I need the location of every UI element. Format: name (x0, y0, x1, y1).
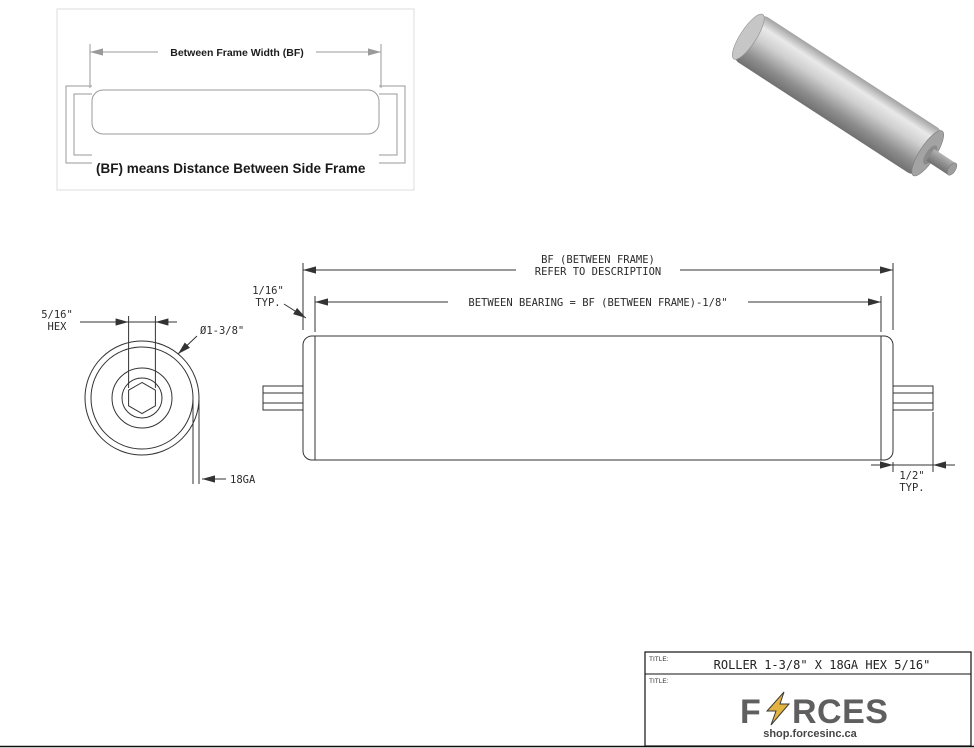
right-shaft (892, 385, 934, 411)
bf-label-line2: REFER TO DESCRIPTION (535, 266, 661, 278)
hex-bore (128, 381, 156, 415)
between-bearing-dimension: BETWEEN BEARING = BF (BETWEEN FRAME)-1/8… (314, 296, 882, 332)
left-gap-typ: TYP. (255, 297, 280, 309)
roller-end-view: 5/16" HEX Ø1-3/8" 18GA (41, 309, 256, 486)
bf-explanation-inset: Between Frame Width (BF) (BF) means Dist… (56, 8, 415, 191)
lightning-bolt-icon (765, 691, 791, 726)
roller-3d-shaft-end (946, 162, 958, 176)
hex-dimension: 5/16" HEX (41, 309, 177, 388)
gauge-label: 18GA (230, 474, 256, 486)
inset-roller (91, 89, 380, 135)
brand-letter-f: F (740, 693, 761, 731)
between-bearing-label: BETWEEN BEARING = BF (BETWEEN FRAME)-1/8… (468, 297, 727, 309)
inset-caption: (BF) means Distance Between Side Frame (96, 161, 366, 176)
right-shaft-dimension: 1/2" TYP. (871, 412, 955, 494)
title-field-label-2: TITLE: (649, 678, 669, 685)
diameter-callout: Ø1-3/8" (177, 325, 244, 355)
bf-label-line1: BF (BETWEEN FRAME) (541, 254, 655, 266)
left-gap-callout: 1/16" TYP. (252, 285, 307, 319)
roller-3d-render (732, 13, 958, 177)
roller-3d-body (735, 16, 941, 174)
bf-dimension: BF (BETWEEN FRAME) REFER TO DESCRIPTION (302, 254, 894, 330)
title-field-label-1: TITLE: (649, 656, 669, 663)
diameter-label: Ø1-3/8" (200, 325, 244, 337)
roller-side-view: BF (BETWEEN FRAME) REFER TO DESCRIPTION … (252, 254, 955, 494)
title-block-border (644, 651, 972, 747)
forces-logo: F RCES (740, 691, 888, 731)
inset-dimension-label: Between Frame Width (BF) (170, 47, 304, 59)
hex-size-label: 5/16" (41, 309, 73, 321)
tube-body (302, 335, 894, 461)
title-block: TITLE: ROLLER 1-3/8" X 18GA HEX 5/16" TI… (0, 651, 974, 748)
right-shaft-typ: TYP. (899, 482, 924, 494)
left-gap-value: 1/16" (252, 285, 284, 297)
brand-website: shop.forcesinc.ca (763, 728, 857, 740)
right-side-frame (379, 85, 406, 164)
roller-3d-far-cap (732, 13, 765, 60)
right-shaft-value: 1/2" (899, 470, 924, 482)
part-title: ROLLER 1-3/8" X 18GA HEX 5/16" (714, 658, 931, 672)
hex-word-label: HEX (48, 321, 68, 333)
left-side-frame (65, 85, 92, 164)
left-shaft (262, 385, 304, 411)
brand-letters-rces: RCES (792, 693, 888, 731)
gauge-callout: 18GA (192, 400, 256, 486)
